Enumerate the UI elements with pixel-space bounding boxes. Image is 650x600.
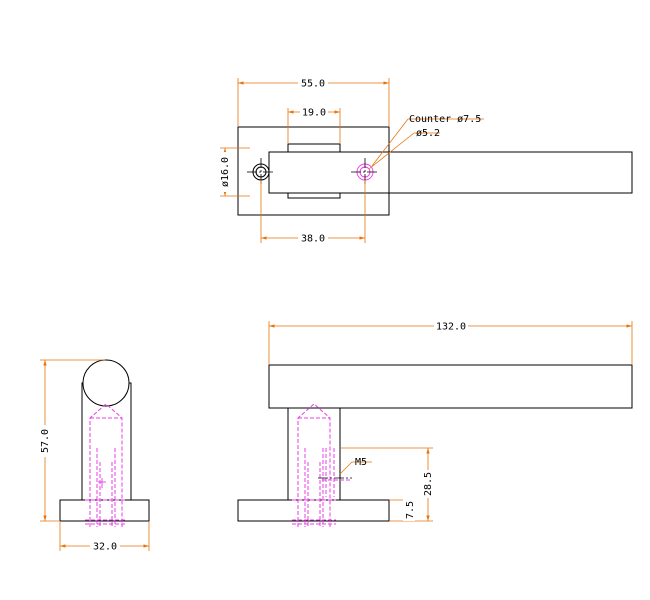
- side-hidden-bore: [85, 403, 127, 527]
- dim-height-label: 57.0: [40, 429, 51, 453]
- dim-thread-height: 28.5: [341, 447, 434, 522]
- dim-overall-width-label: 55.0: [301, 79, 325, 90]
- side-lever-end: [82, 359, 130, 407]
- callout-counter-label: Counter ø7.5: [409, 114, 481, 125]
- front-tapped-hole: M5: [318, 448, 372, 497]
- hole-callout: Counter ø7.5 ø5.2: [368, 114, 484, 170]
- side-view: 57.0 32.0: [38, 359, 150, 553]
- dim-rose-diameter: ø16.0: [218, 147, 250, 197]
- dim-lever-length: 132.0: [268, 320, 633, 364]
- dim-rose-diameter-label: ø16.0: [220, 157, 231, 187]
- thread-label: M5: [355, 457, 367, 468]
- dim-height: 57.0: [38, 359, 105, 522]
- dim-hole-spacing: 38.0: [260, 180, 366, 245]
- dim-base-height-label: 7.5: [405, 501, 416, 519]
- top-lever: [268, 151, 633, 194]
- front-hidden-bore: [292, 403, 336, 527]
- dim-base-width: 32.0: [59, 522, 150, 553]
- front-view: M5 132.0 28.5 7.5: [237, 320, 633, 527]
- dim-overall-width: 55.0: [237, 77, 390, 126]
- dim-boss-width-label: 19.0: [302, 108, 326, 119]
- dim-hole-spacing-label: 38.0: [301, 234, 325, 245]
- dim-lever-length-label: 132.0: [436, 322, 466, 333]
- front-base-plate: [237, 499, 390, 522]
- front-lever: [268, 364, 633, 409]
- top-view: 55.0 19.0 38.0 ø16.0: [218, 77, 633, 245]
- side-base-plate: [59, 499, 150, 522]
- dim-base-height: 7.5: [390, 499, 416, 521]
- dim-boss-width: 19.0: [287, 106, 341, 143]
- dim-thread-height-label: 28.5: [423, 472, 434, 496]
- callout-hole-label: ø5.2: [416, 128, 440, 139]
- dim-base-width-label: 32.0: [93, 542, 117, 553]
